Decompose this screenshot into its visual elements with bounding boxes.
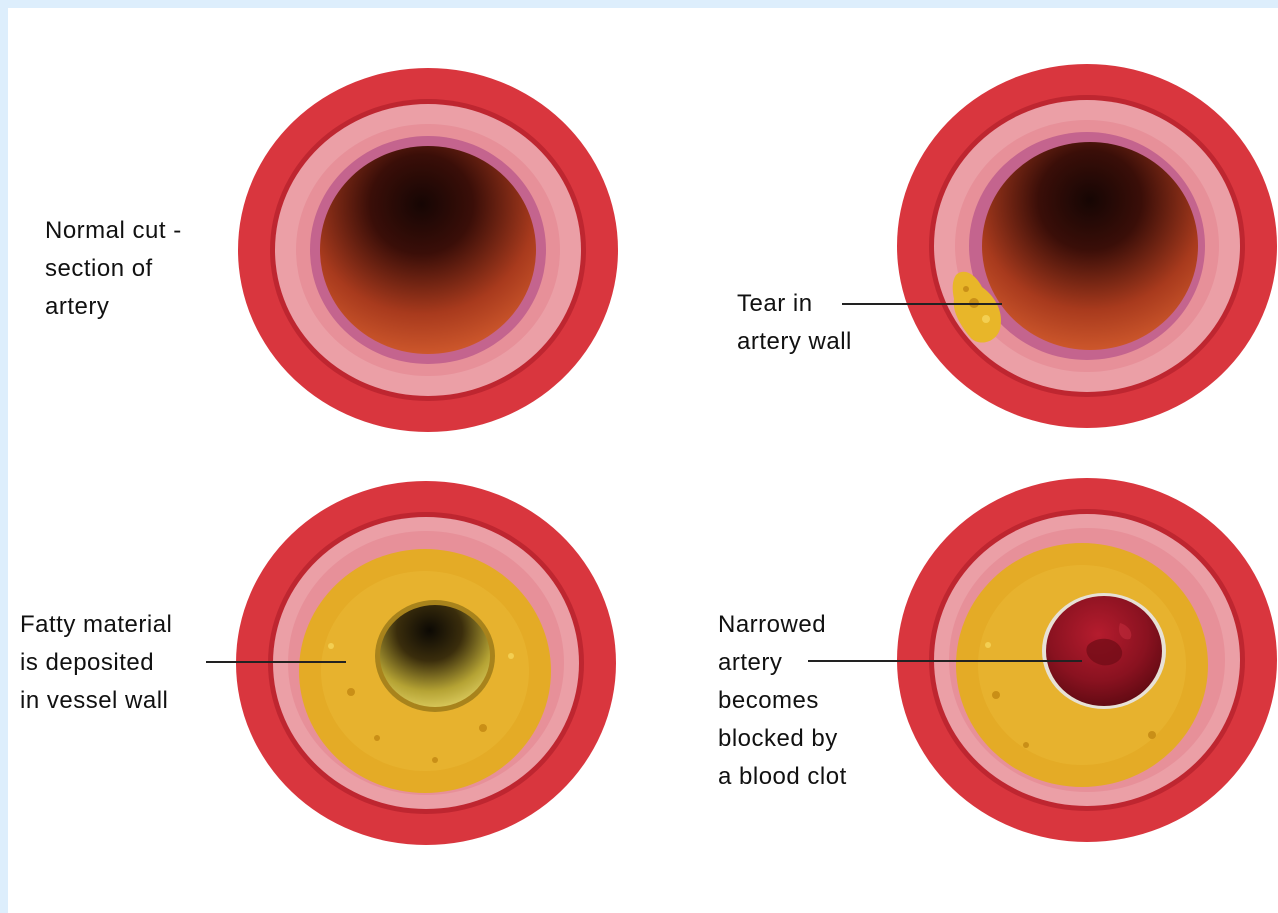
diagram-canvas: Normal cut - section of artery Tear in a…: [8, 8, 1278, 913]
lumen: [982, 142, 1198, 350]
fatty-deposit-label: Fatty material is deposited in vessel wa…: [20, 606, 172, 720]
lumen: [380, 605, 490, 707]
fatty-deposit-artery-illustration: [231, 478, 621, 848]
normal-artery-label: Normal cut - section of artery: [45, 212, 182, 326]
torn-artery-illustration: [892, 61, 1278, 431]
normal-artery-illustration: [233, 65, 623, 435]
fatty-leader-line: [206, 661, 346, 663]
tear-label: Tear in artery wall: [737, 285, 852, 361]
clot-leader-line: [808, 660, 1082, 662]
lumen: [320, 146, 536, 354]
tear-leader-line: [842, 303, 1002, 305]
blood-clot-label: Narrowed artery becomes blocked by a blo…: [718, 606, 847, 796]
